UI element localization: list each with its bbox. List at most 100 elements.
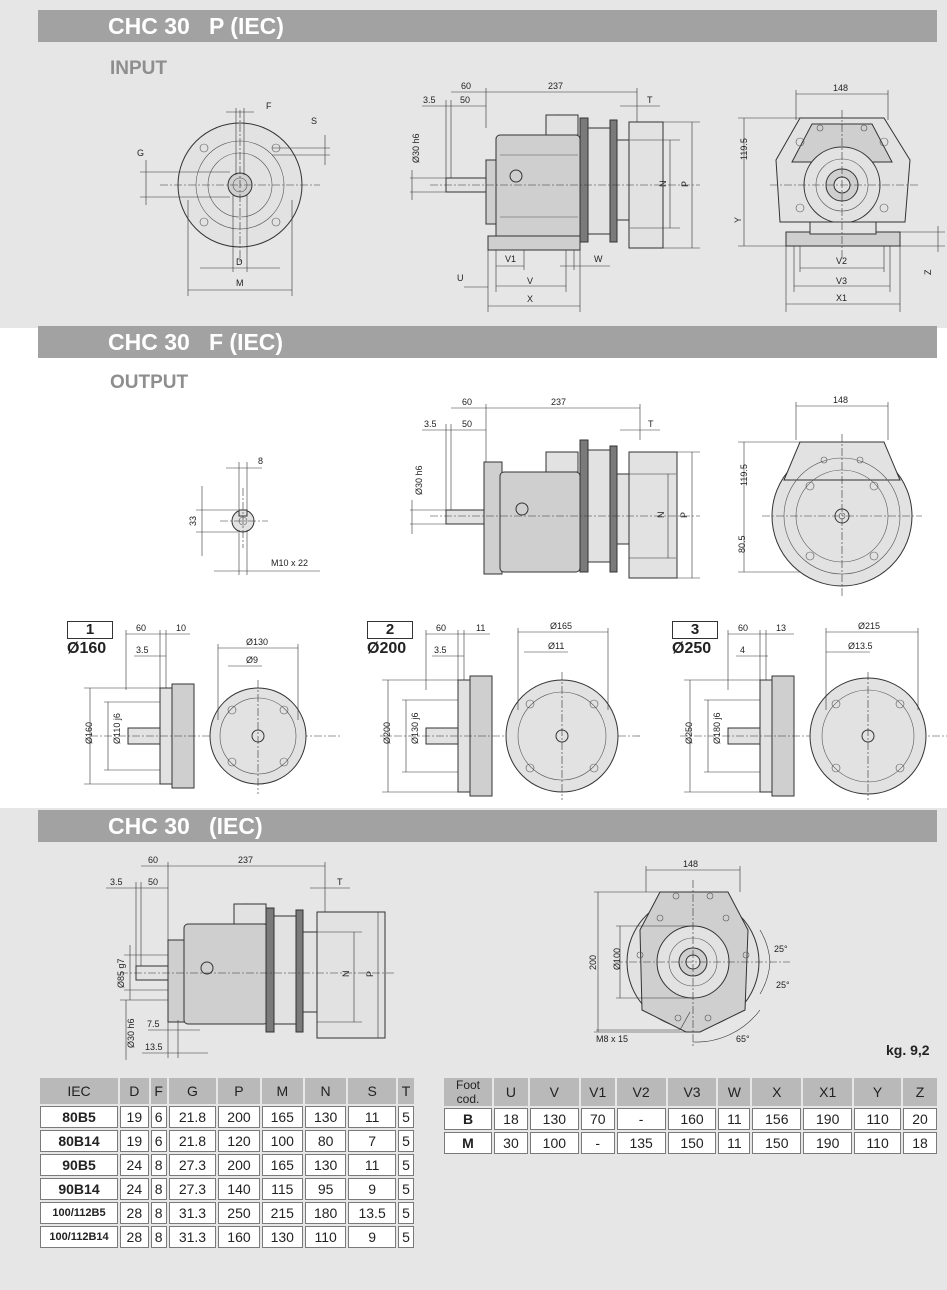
table-row: 80B5 19 6 21.8 200 165 130 11 5 — [40, 1106, 414, 1128]
table-cell: 7 — [348, 1130, 396, 1152]
base-dim-60: 60 — [148, 855, 158, 865]
base-angle-2: 25° — [776, 980, 790, 990]
table-cell: 130 — [529, 1108, 579, 1130]
flange-3-diameter: Ø250 — [672, 640, 712, 657]
dim-N: N — [658, 181, 668, 188]
table-row: B 18 130 70 - 160 11 156 190 110 20 — [444, 1108, 937, 1130]
output-end-view: 148 119.5 80.5 — [737, 395, 922, 596]
table-cell: 95 — [304, 1178, 347, 1200]
dim-V1: V1 — [505, 254, 516, 264]
table-cell: 180 — [304, 1202, 347, 1224]
table-cell: 24 — [120, 1178, 149, 1200]
dim-shaft: Ø30 h6 — [411, 133, 421, 163]
flange-2-dim-spigot: Ø130 j6 — [410, 712, 420, 744]
base-dim-thread: M8 x 15 — [596, 1034, 628, 1044]
iec-header-cell: F — [150, 1078, 167, 1104]
table-cell: 6 — [150, 1130, 167, 1152]
table-cell: 18 — [494, 1108, 528, 1130]
foot-header-cell: U — [494, 1078, 528, 1106]
table-cell: 27.3 — [168, 1154, 217, 1176]
table-cell: 140 — [218, 1178, 260, 1200]
flange-3-dim-60: 60 — [738, 623, 748, 633]
base-dim-237: 237 — [238, 855, 253, 865]
flange-2-number: 2 — [367, 621, 413, 639]
table-cell: 31.3 — [168, 1202, 217, 1224]
flange-2-dim-side: 11 — [476, 623, 485, 633]
flange-1-number: 1 — [67, 621, 113, 639]
table-cell: 130 — [304, 1106, 347, 1128]
dim-8: 8 — [258, 456, 263, 466]
out-dim-P: P — [679, 512, 689, 518]
table-cell: 120 — [218, 1130, 260, 1152]
table-cell: 8 — [150, 1178, 167, 1200]
iec-code: 90B14 — [40, 1178, 118, 1200]
flange-3-dim-side: 13 — [776, 623, 786, 633]
table-cell: 11 — [718, 1108, 751, 1130]
iec-dimension-table: IEC D F G P M N S T 80B5 19 6 21.8 200 1… — [38, 1076, 416, 1250]
table-cell: 115 — [261, 1178, 303, 1200]
iec-code: 90B5 — [40, 1154, 118, 1176]
table-cell: 110 — [854, 1132, 902, 1154]
iec-header-cell: S — [348, 1078, 396, 1104]
table-cell: 200 — [218, 1154, 260, 1176]
table-cell: 30 — [494, 1132, 528, 1154]
flange-2-dim-3: 3.5 — [434, 645, 447, 655]
base-dim-T: T — [337, 877, 343, 887]
iec-header-cell: T — [397, 1078, 414, 1104]
iec-header-cell: IEC — [40, 1078, 118, 1104]
foot-header-cell: X1 — [803, 1078, 853, 1106]
out-dim-N: N — [656, 512, 666, 519]
table-cell: 5 — [397, 1202, 414, 1224]
table-cell: 156 — [752, 1108, 802, 1130]
base-angle-3: 65° — [736, 1034, 750, 1044]
base-dim-13-5: 13.5 — [145, 1042, 163, 1052]
flange-1-dim-hole: Ø9 — [246, 655, 258, 665]
foot-header-cell: Z — [903, 1078, 937, 1106]
flange-3-dim-spigot: Ø180 j6 — [712, 712, 722, 744]
table-row: 80B14 19 6 21.8 120 100 80 7 5 — [40, 1130, 414, 1152]
dim-T: T — [647, 95, 653, 105]
flange-1-dim-60: 60 — [136, 623, 146, 633]
table-cell: 5 — [397, 1154, 414, 1176]
table-cell: 28 — [120, 1226, 149, 1248]
table-cell: 80 — [304, 1130, 347, 1152]
dim-G: G — [137, 148, 144, 158]
dim-50: 50 — [460, 95, 470, 105]
base-dim-N: N — [341, 971, 351, 978]
base-dim-bore: Ø85 g7 — [116, 958, 126, 988]
iec-code: 100/112B5 — [40, 1202, 118, 1224]
iec-header-cell: G — [168, 1078, 217, 1104]
table-cell: 135 — [616, 1132, 666, 1154]
table-cell: 6 — [150, 1106, 167, 1128]
base-dim-shaft: Ø30 h6 — [126, 1018, 136, 1048]
table-cell: 11 — [718, 1132, 751, 1154]
flange-1-drawing: 60 10 3.5 Ø160 Ø110 j6 Ø130 Ø9 — [84, 623, 340, 794]
table-cell: 5 — [397, 1130, 414, 1152]
base-dim-50: 50 — [148, 877, 158, 887]
dim-148: 148 — [833, 83, 848, 93]
flange-2-dim-pcd: Ø165 — [550, 621, 572, 631]
out-dim-60: 60 — [462, 397, 472, 407]
flange-1-diameter: Ø160 — [67, 640, 107, 657]
flange-3-drawing: 60 13 4 Ø250 Ø180 j6 Ø215 Ø13.5 — [680, 621, 947, 800]
flange-2-drawing: 60 11 3.5 Ø200 Ø130 j6 Ø165 Ø11 — [380, 621, 640, 800]
table-cell: 11 — [348, 1106, 396, 1128]
section-title-output: CHC 30 F (IEC) — [38, 326, 937, 358]
section-title-base: CHC 30 (IEC) — [38, 810, 937, 842]
out-dim-148: 148 — [833, 395, 848, 405]
table-cell: - — [616, 1108, 666, 1130]
iec-header-row: IEC D F G P M N S T — [40, 1078, 414, 1104]
input-side-view: 237 60 3.5 50 T 5 Ø30 h6 N P X V V1 W U — [410, 81, 700, 312]
dim-P: P — [680, 181, 690, 187]
table-cell: 5 — [397, 1178, 414, 1200]
section-subtitle-output: OUTPUT — [110, 372, 189, 393]
dim-D: D — [236, 257, 243, 267]
table-cell: 150 — [667, 1132, 717, 1154]
out-dim-shaft: Ø30 h6 — [414, 465, 424, 495]
dim-F: F — [266, 101, 272, 111]
table-row: 100/112B14 28 8 31.3 160 130 110 9 5 — [40, 1226, 414, 1248]
flange-3-tag: 3 Ø250 — [672, 621, 718, 658]
table-row: 90B5 24 8 27.3 200 165 130 11 5 — [40, 1154, 414, 1176]
table-cell: 21.8 — [168, 1106, 217, 1128]
foot-header-cell: W — [718, 1078, 751, 1106]
